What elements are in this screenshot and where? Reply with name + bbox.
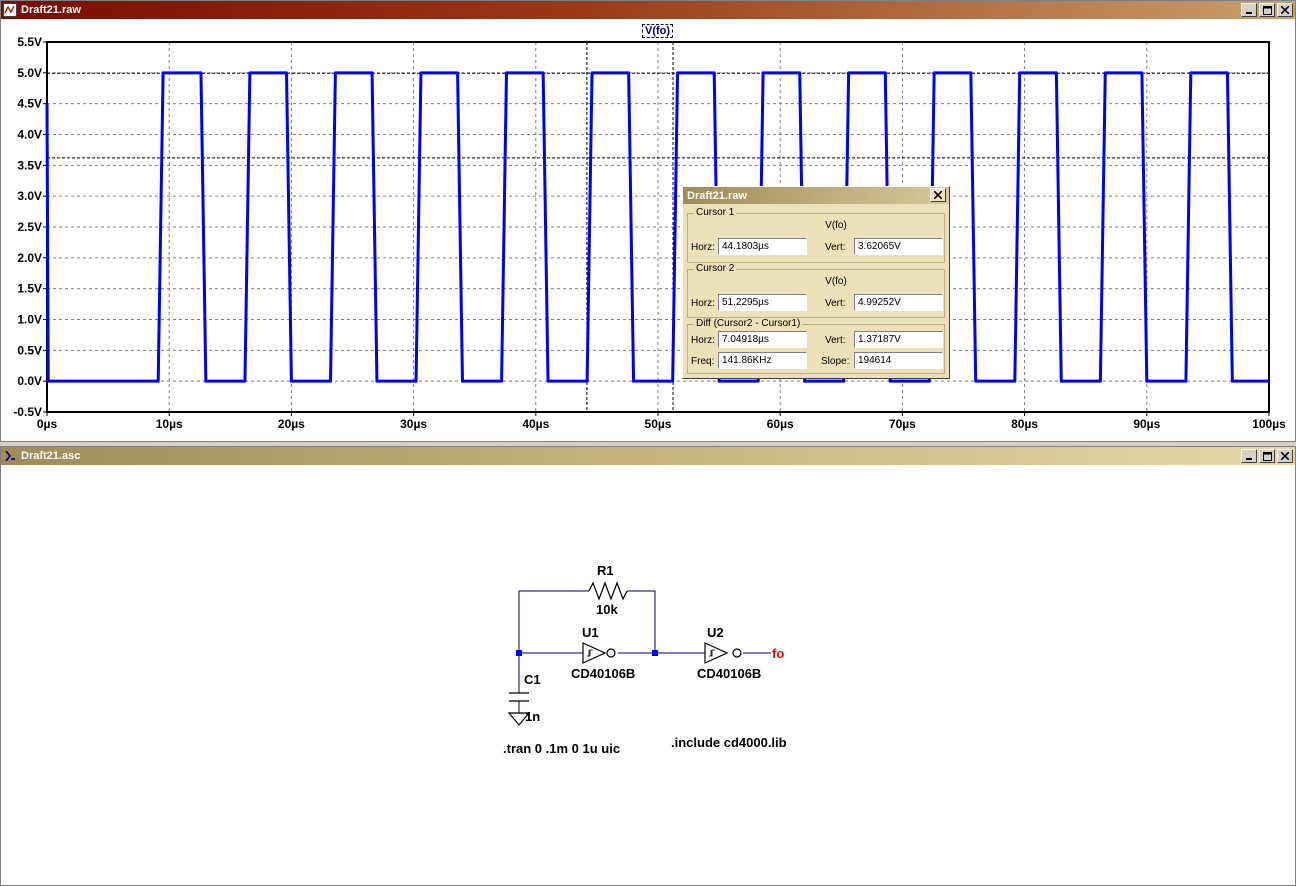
x-tick-label: 80µs [1011,417,1038,431]
close-icon [1281,452,1289,460]
waveform-window-titlebar[interactable]: Draft21.raw [1,1,1295,19]
y-tick-label: 0.5V [17,343,42,357]
c1-value[interactable]: 1n [525,709,541,724]
r1-value[interactable]: 10k [596,602,618,617]
x-tick-label: 10µs [156,417,183,431]
y-tick-label: 5.0V [17,66,42,80]
resistor-r1[interactable] [588,581,628,601]
cursor1-horz-label: Horz: [691,242,715,253]
diff-slope-label: Slope: [821,356,850,367]
u1-name[interactable]: U1 [582,625,599,640]
cursor-dialog-title: Draft21.raw [687,189,747,202]
y-tick-label: 2.0V [17,251,42,265]
minimize-button[interactable] [1241,3,1257,17]
diff-freq-label: Freq: [691,356,715,367]
schematic-window[interactable]: Draft21.asc [0,446,1296,886]
x-tick-label: 70µs [889,417,916,431]
net-label-fo[interactable]: fo [772,646,785,661]
wire-feedback-right[interactable] [627,590,656,653]
waveform-chart[interactable]: 0µs 10µs 20µs 30µs 40µs 50µs 60µs 70µs 80µs 90µs 1… [1,19,1295,441]
minimize-icon [1246,12,1252,14]
cursor-dialog[interactable]: Draft21.raw Cursor 1 V(fo) Horz: Vert: C… [682,186,950,379]
diff-freq-field[interactable] [718,352,807,369]
y-tick-label: 4.5V [17,97,42,111]
close-button[interactable] [1277,3,1293,17]
y-tick-label: 3.0V [17,189,42,203]
cursor2-horz-field[interactable] [718,294,807,311]
u1-part[interactable]: CD40106B [571,666,636,681]
trace-vfo[interactable] [45,71,1269,383]
schematic-canvas[interactable]: R1 10k U1 CD40106B U2 CD40106B fo C1 1n … [1,465,1295,885]
maximize-icon [1262,5,1272,15]
cursor1-trace: V(fo) [825,220,847,231]
waveform-plot[interactable]: 0µs 10µs 20µs 30µs 40µs 50µs 60µs 70µs 80µs 90µs 1… [1,19,1295,441]
close-icon [934,191,942,199]
y-tick-label: 3.5V [17,158,42,172]
y-tick-label: 1.0V [17,313,42,327]
x-tick-label: 30µs [400,417,427,431]
wire-feedback[interactable] [518,590,589,653]
inverter-u2[interactable] [704,642,742,664]
maximize-button[interactable] [1259,449,1275,463]
x-tick-label: 40µs [522,417,549,431]
schematic-window-titlebar[interactable]: Draft21.asc [1,447,1295,465]
cursor2-vert-field[interactable] [854,294,943,311]
diff-slope-field[interactable] [854,352,943,369]
schematic-drawing[interactable] [1,465,1295,885]
schematic-window-title: Draft21.asc [21,450,81,462]
junction-node-2[interactable] [652,650,658,656]
cursor1-horz-field[interactable] [718,238,807,255]
cursor2-vert-label: Vert: [825,298,846,309]
close-button[interactable] [1277,449,1293,463]
cursor2-group-label: Cursor 2 [694,263,737,275]
y-tick-label: 2.5V [17,220,42,234]
minimize-icon [1246,458,1252,460]
cursor1-vert-field[interactable] [854,238,943,255]
x-tick-label: 50µs [645,417,672,431]
diff-group-label: Diff (Cursor2 - Cursor1) [694,318,803,330]
cursor1-vert-label: Vert: [825,242,846,253]
y-tick-label: 5.5V [17,35,42,49]
ground-symbol[interactable] [507,712,531,726]
y-tick-label: 4.0V [17,128,42,142]
cursor1-group-label: Cursor 1 [694,207,737,219]
y-tick-label: 0.0V [17,374,42,388]
y-tick-label: 1.5V [17,282,42,296]
diff-vert-field[interactable] [854,331,943,348]
include-directive[interactable]: .include cd4000.lib [671,735,787,750]
c1-name[interactable]: C1 [524,672,541,687]
waveform-window-title: Draft21.raw [21,4,81,16]
maximize-button[interactable] [1259,3,1275,17]
diff-horz-field[interactable] [718,331,807,348]
waveform-doc-icon [3,3,17,17]
x-tick-label: 60µs [767,417,794,431]
cursor-dialog-titlebar[interactable]: Draft21.raw [683,187,949,204]
junction-node-1[interactable] [516,650,522,656]
u2-part[interactable]: CD40106B [697,666,762,681]
y-tick-label: -0.5V [13,405,42,419]
u2-name[interactable]: U2 [707,625,724,640]
diff-horz-label: Horz: [691,335,715,346]
inverter-u1[interactable] [582,642,616,664]
tran-directive[interactable]: .tran 0 .1m 0 1u uic [503,741,621,756]
cursor2-trace: V(fo) [825,276,847,287]
x-tick-label: 0µs [37,417,58,431]
cursor2-group: Cursor 2 V(fo) Horz: Vert: [687,263,945,318]
x-tick-label: 20µs [278,417,305,431]
cursor1-group: Cursor 1 V(fo) Horz: Vert: [687,207,945,263]
trace-label-vfo[interactable]: V(fo) [642,24,674,38]
schematic-doc-icon [5,450,15,462]
minimize-button[interactable] [1241,449,1257,463]
diff-vert-label: Vert: [825,335,846,346]
r1-name[interactable]: R1 [597,563,614,578]
capacitor-c1[interactable] [509,692,529,702]
close-icon [1281,6,1289,14]
x-tick-label: 100µs [1252,417,1286,431]
maximize-icon [1262,451,1272,461]
x-tick-label: 90µs [1133,417,1160,431]
cursor2-horz-label: Horz: [691,298,715,309]
waveform-window[interactable]: Draft21.raw 0µs 10µs 20µs 30µs 40µs 50µs 60µs 7… [0,0,1296,442]
diff-group: Diff (Cursor2 - Cursor1) Horz: Vert: Fre… [687,318,945,374]
cursor-dialog-close-button[interactable] [930,188,946,202]
